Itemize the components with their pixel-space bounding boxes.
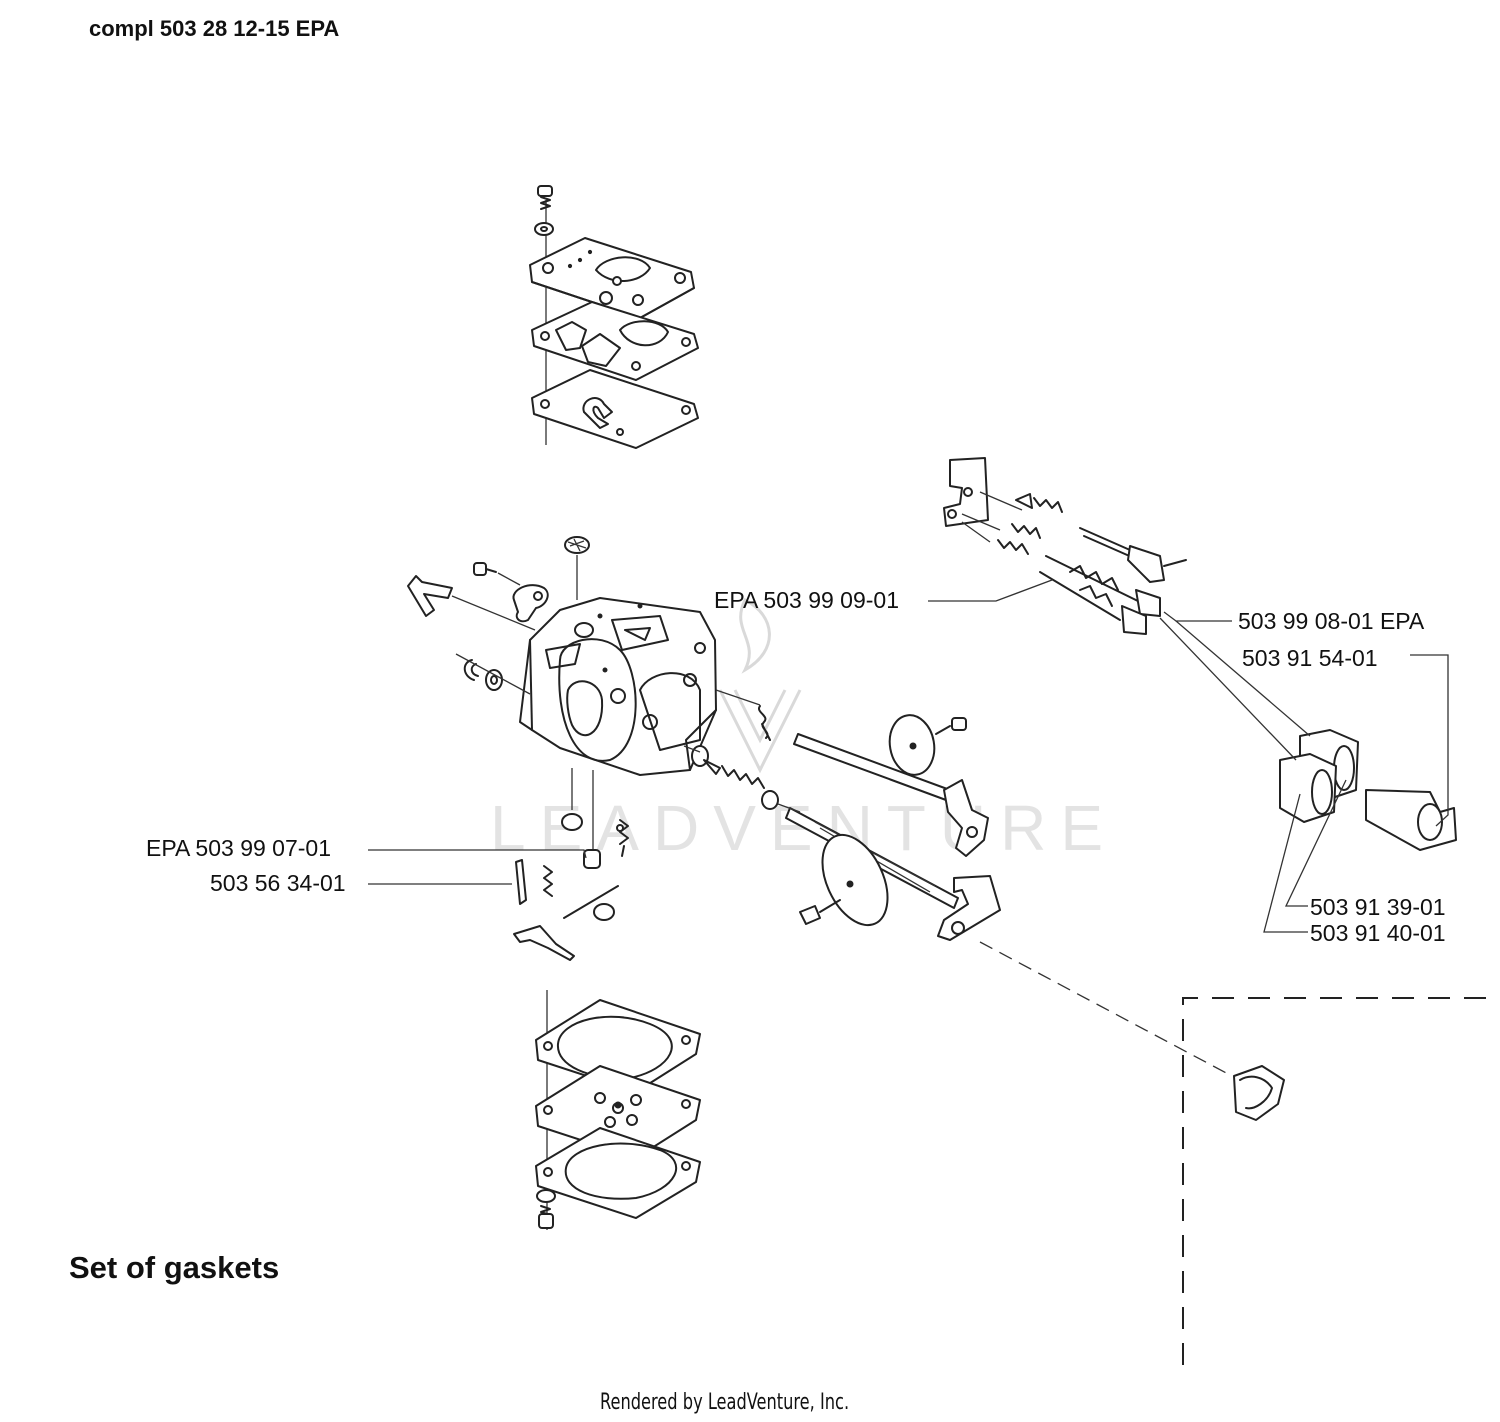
lower-gasket-stack [535,990,701,1230]
rubber-plug [1233,1065,1285,1121]
pump-cover [529,237,695,319]
callout-epa-503-99-09-01: EPA 503 99 09-01 [714,587,899,613]
diagram-title: compl 503 28 12-15 EPA [89,16,340,41]
footer-credit: Rendered by LeadVenture, Inc. [600,1390,850,1415]
needle-valve-parts [513,813,629,961]
throttle-shaft-assembly [715,689,989,857]
choke-shaft-assembly [785,807,1231,1076]
callout-epa-503-99-07-01: EPA 503 99 07-01 [146,835,331,861]
plate-screw [473,562,549,623]
limiter-caps [1279,729,1457,851]
leader-lines [368,579,1449,933]
pump-diaphragm [531,369,699,449]
idle-screw-spring [683,745,801,813]
lower-diaphragm [535,1065,701,1159]
lower-gasket-2 [535,1127,701,1219]
pump-gasket [531,301,699,381]
top-cover-assembly [529,185,699,449]
callout-503-91-40-01: 503 91 40-01 [1310,920,1446,946]
callout-503-56-34-01: 503 56 34-01 [210,870,346,896]
inlet-screen [564,536,590,554]
lower-screw [538,1205,554,1229]
carburetor-body [519,555,717,850]
adjusting-needles [943,457,1187,635]
e-clip-washer [455,653,531,695]
callout-503-91-54-01: 503 91 54-01 [1242,645,1378,671]
callout-503-99-08-01-epa: 503 99 08-01 EPA [1238,608,1425,634]
callout-503-91-39-01: 503 91 39-01 [1310,894,1446,920]
fuel-elbow-fitting [407,575,536,631]
section-label: Set of gaskets [69,1250,280,1285]
lower-washer [536,1189,556,1203]
top-screw [537,185,553,210]
